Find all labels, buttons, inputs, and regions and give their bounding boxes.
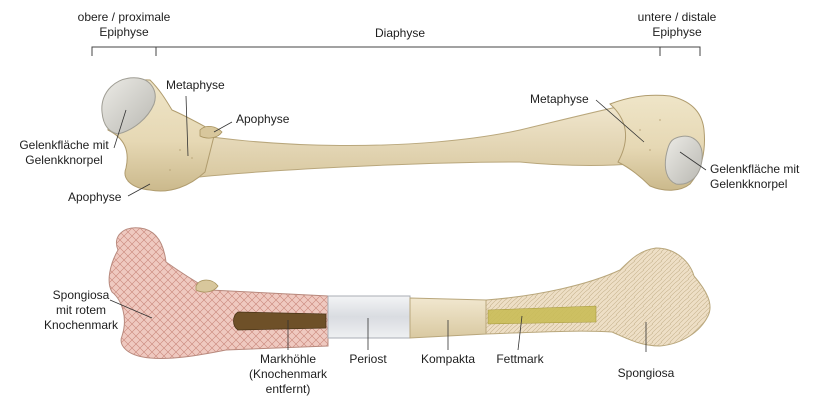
distal-epiphysis-bracket <box>660 47 700 56</box>
femur-section <box>109 228 710 359</box>
femur-external <box>102 78 705 191</box>
diaphysis-bracket <box>156 47 660 56</box>
articular-surface-left-label: Gelenkfläche mit Gelenkknorpel <box>4 138 124 168</box>
diaphysis-label: Diaphyse <box>340 26 460 41</box>
proximal-epiphysis-label: obere / proximale Epiphyse <box>54 10 194 40</box>
marrow-cavity-label: Markhöhle (Knochenmark entfernt) <box>240 352 336 397</box>
fat-marrow-label: Fettmark <box>488 352 552 367</box>
spongiosa-red-marrow-label: Spongiosa mit rotem Knochenmark <box>36 288 126 333</box>
compacta-label: Kompakta <box>412 352 484 367</box>
metaphysis-left-label: Metaphyse <box>166 78 225 93</box>
periosteum-label: Periost <box>338 352 398 367</box>
proximal-epiphysis-bracket <box>92 47 156 56</box>
metaphysis-right-label: Metaphyse <box>530 92 589 107</box>
apophysis-bottom-label: Apophyse <box>68 190 121 205</box>
apophysis-top-label: Apophyse <box>236 112 289 127</box>
distal-epiphysis-label: untere / distale Epiphyse <box>612 10 742 40</box>
spongiosa-label: Spongiosa <box>610 366 682 381</box>
articular-surface-right-label: Gelenkfläche mit Gelenkknorpel <box>710 162 799 192</box>
